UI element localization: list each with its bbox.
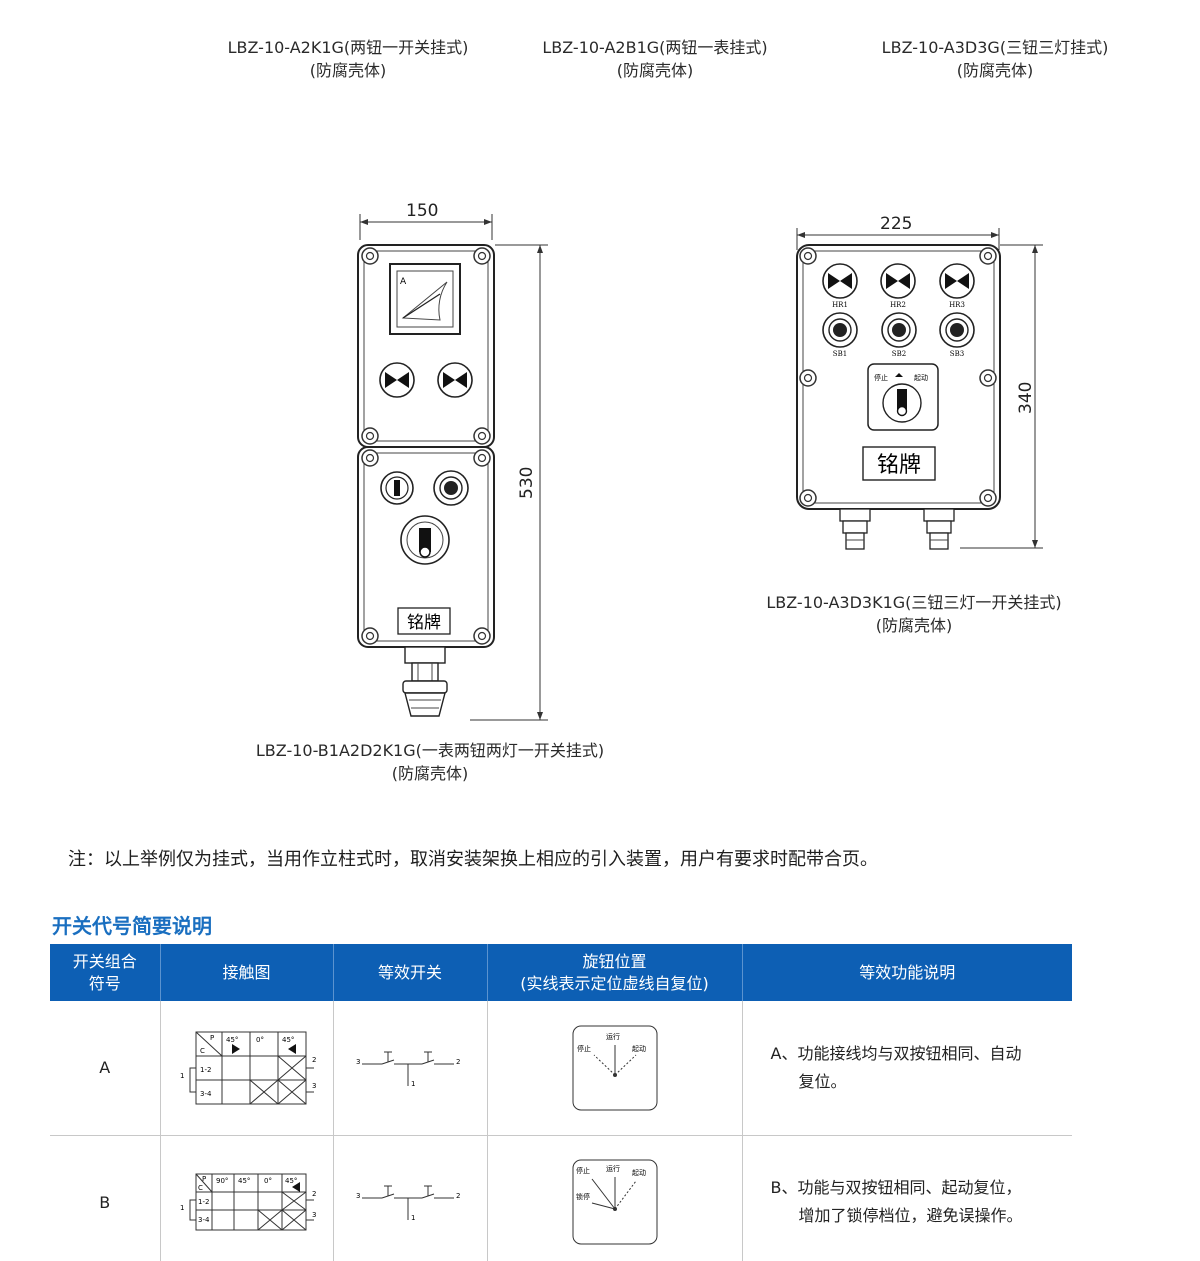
header-contact: 接触图 xyxy=(160,944,334,1001)
header-symbol-line1: 开关组合 xyxy=(72,951,137,971)
dimension-width-150: 150 xyxy=(406,201,439,221)
row-symbol: B xyxy=(50,1135,161,1261)
svg-text:3: 3 xyxy=(356,1058,360,1066)
contact-diagram: P C 45° 0° 45° 1-2 3-4 1 2 xyxy=(160,1001,334,1136)
svg-text:3: 3 xyxy=(312,1082,316,1090)
description-line: 复位。 xyxy=(798,1071,847,1091)
section-title: 开关代号简要说明 xyxy=(52,914,212,938)
cable-gland xyxy=(923,508,955,550)
installation-note: 注：以上举例仅为挂式，当用作立柱式时，取消安装架换上相应的引入装置，用户有要求时… xyxy=(68,849,878,870)
table-header-row: 开关组合符号 接触图 等效开关 旋钮位置(实线表示定位虚线自复位) 等效功能说明 xyxy=(50,944,1072,1001)
contact-diagram: P C 90° 45° 0° 45° 1-2 3-4 1 2 xyxy=(160,1135,334,1261)
svg-text:3-4: 3-4 xyxy=(198,1216,210,1224)
caption-model: LBZ-10-A3D3K1G(三钮三灯一开关挂式) xyxy=(766,593,1062,612)
svg-text:1: 1 xyxy=(411,1214,415,1222)
svg-text:起动: 起动 xyxy=(632,1168,646,1177)
svg-text:运行: 运行 xyxy=(606,1164,620,1173)
lamp-label: HR2 xyxy=(890,301,906,309)
switch-code-table: 开关组合符号 接触图 等效开关 旋钮位置(实线表示定位虚线自复位) 等效功能说明… xyxy=(50,944,1072,1261)
svg-text:C: C xyxy=(198,1184,203,1192)
svg-text:0°: 0° xyxy=(264,1177,272,1185)
header-symbol-line2: 符号 xyxy=(88,973,121,993)
caption-a3d3g: LBZ-10-A3D3G(三钮三灯挂式) (防腐壳体) xyxy=(832,36,1158,82)
svg-text:1-2: 1-2 xyxy=(198,1198,209,1206)
header-knob-line2: (实线表示定位虚线自复位) xyxy=(520,973,709,993)
svg-text:3: 3 xyxy=(356,1192,360,1200)
button-label: SB3 xyxy=(950,350,964,358)
header-symbol: 开关组合符号 xyxy=(50,944,161,1001)
lamp-label: HR3 xyxy=(949,301,965,309)
enclosure-left: A 铭牌 xyxy=(357,214,548,721)
row-symbol: A xyxy=(50,1001,161,1136)
caption-sub: (防腐壳体) xyxy=(391,764,469,783)
svg-text:2: 2 xyxy=(312,1056,316,1064)
table-row: A P C 45° 0° 45° 1-2 xyxy=(50,1001,1072,1136)
svg-text:锁停: 锁停 xyxy=(576,1192,590,1201)
svg-text:起动: 起动 xyxy=(632,1044,646,1053)
enclosure-right: HR1 HR2 HR3 SB1 SB2 SB3 停止 起动 铭牌 xyxy=(796,228,1043,550)
svg-text:3-4: 3-4 xyxy=(200,1090,212,1098)
knob-position-diagram: 运行 停止 起动 xyxy=(487,1001,743,1136)
equiv-switch-diagram: 3 2 1 xyxy=(333,1001,488,1136)
caption-model: LBZ-10-A2B1G(两钮一表挂式) xyxy=(542,38,768,57)
nameplate-left: 铭牌 xyxy=(407,613,441,633)
technical-drawings: A 铭牌 xyxy=(357,214,1043,721)
lamp-label: HR1 xyxy=(832,301,848,309)
svg-text:1: 1 xyxy=(411,1080,415,1088)
svg-text:45°: 45° xyxy=(282,1036,294,1044)
caption-model: LBZ-10-A2K1G(两钮一开关挂式) xyxy=(227,38,469,57)
knob-position-diagram: 运行 停止 起动 锁停 xyxy=(487,1135,743,1261)
caption-a2k1g: LBZ-10-A2K1G(两钮一开关挂式) (防腐壳体) xyxy=(180,36,516,82)
svg-text:2: 2 xyxy=(456,1192,460,1200)
dimension-height-340: 340 xyxy=(1016,381,1036,414)
button-label: SB1 xyxy=(833,350,847,358)
svg-text:停止: 停止 xyxy=(577,1044,591,1053)
svg-text:45°: 45° xyxy=(226,1036,238,1044)
svg-text:2: 2 xyxy=(312,1190,316,1198)
description-line: B、功能与双按钮相同、起动复位， xyxy=(770,1178,1022,1198)
svg-text:0°: 0° xyxy=(256,1036,264,1044)
button-label: SB2 xyxy=(892,350,906,358)
svg-text:C: C xyxy=(200,1047,205,1055)
caption-model: LBZ-10-B1A2D2K1G(一表两钮两灯一开关挂式) xyxy=(255,741,605,760)
switch-stop-label: 停止 xyxy=(874,373,888,382)
table-row: B P C 90° 45° 0° 45° xyxy=(50,1135,1072,1261)
caption-model: LBZ-10-A3D3G(三钮三灯挂式) xyxy=(881,38,1109,57)
svg-text:运行: 运行 xyxy=(606,1032,620,1041)
svg-text:45°: 45° xyxy=(238,1177,250,1185)
caption-sub: (防腐壳体) xyxy=(616,61,694,80)
svg-text:停止: 停止 xyxy=(576,1166,590,1175)
ammeter-mark: A xyxy=(400,277,407,287)
svg-text:P: P xyxy=(202,1175,206,1183)
equiv-switch-diagram: 3 2 1 xyxy=(333,1135,488,1261)
description-line: A、功能接线均与双按钮相同、自动 xyxy=(770,1043,1022,1063)
caption-sub: (防腐壳体) xyxy=(309,61,387,80)
svg-text:90°: 90° xyxy=(216,1177,228,1185)
dimension-width-225: 225 xyxy=(880,214,913,234)
header-function: 等效功能说明 xyxy=(742,944,1072,1001)
caption-sub: (防腐壳体) xyxy=(956,61,1034,80)
caption-a2b1g: LBZ-10-A2B1G(两钮一表挂式) (防腐壳体) xyxy=(497,36,813,82)
switch-start-label: 起动 xyxy=(914,373,928,382)
svg-text:45°: 45° xyxy=(285,1177,297,1185)
svg-text:3: 3 xyxy=(312,1211,316,1219)
header-knob-line1: 旋钮位置 xyxy=(582,951,647,971)
svg-text:1: 1 xyxy=(180,1204,184,1212)
header-equiv-switch: 等效开关 xyxy=(333,944,488,1001)
svg-text:P: P xyxy=(210,1034,214,1042)
svg-text:1: 1 xyxy=(180,1072,184,1080)
caption-a3d3k1g: LBZ-10-A3D3K1G(三钮三灯一开关挂式) (防腐壳体) xyxy=(720,591,1108,637)
function-description: B、功能与双按钮相同、起动复位， 增加了锁停档位，避免误操作。 xyxy=(742,1135,1072,1261)
caption-sub: (防腐壳体) xyxy=(875,616,953,635)
nameplate-right: 铭牌 xyxy=(877,453,921,478)
svg-text:1-2: 1-2 xyxy=(200,1066,211,1074)
svg-text:2: 2 xyxy=(456,1058,460,1066)
description-line: 增加了锁停档位，避免误操作。 xyxy=(798,1206,1023,1226)
cable-gland xyxy=(839,508,871,550)
caption-b1a2d2k1g: LBZ-10-B1A2D2K1G(一表两钮两灯一开关挂式) (防腐壳体) xyxy=(210,739,650,785)
header-knob-position: 旋钮位置(实线表示定位虚线自复位) xyxy=(487,944,743,1001)
dimension-height-530: 530 xyxy=(517,466,537,499)
function-description: A、功能接线均与双按钮相同、自动 复位。 xyxy=(742,1001,1072,1136)
